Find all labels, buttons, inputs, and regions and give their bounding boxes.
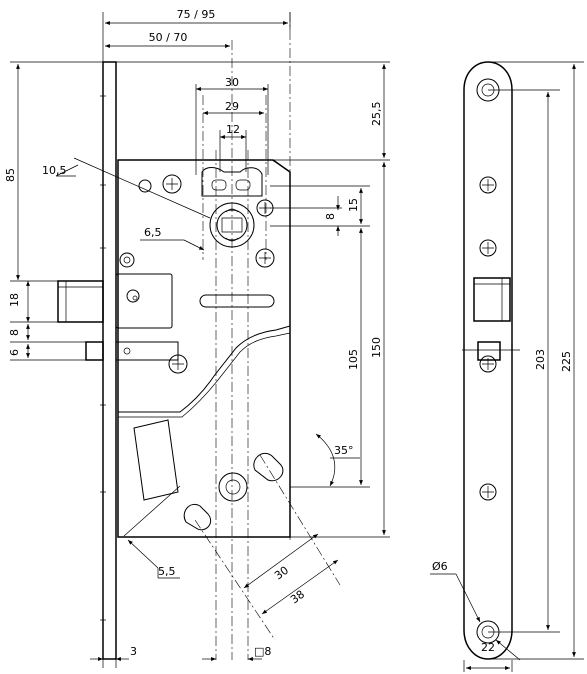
dimension-lines bbox=[10, 12, 390, 668]
forend-dimension-lines bbox=[430, 61, 584, 672]
dim-38-slot: 38 bbox=[288, 588, 307, 607]
forend-screws bbox=[479, 176, 497, 501]
forend-deadbolt-opening bbox=[477, 341, 501, 361]
dim-50-70: 50 / 70 bbox=[149, 31, 188, 44]
forend-latch-opening bbox=[473, 277, 511, 322]
latch-bolt bbox=[57, 273, 173, 329]
dim-6: 6 bbox=[8, 349, 21, 356]
dim-spindle-8: □8 bbox=[254, 645, 271, 658]
dim-75-95: 75 / 95 bbox=[177, 8, 216, 21]
dim-105: 105 bbox=[347, 349, 360, 370]
dim-8-hub: 8 bbox=[324, 213, 337, 220]
dim-30-slot: 30 bbox=[272, 564, 291, 583]
dim-8-gap: 8 bbox=[8, 329, 21, 336]
forend-plate bbox=[102, 61, 117, 660]
dim-18: 18 bbox=[8, 293, 21, 307]
lock-case-outline bbox=[117, 159, 291, 538]
follower-housing bbox=[201, 167, 263, 197]
dim-25-5: 25,5 bbox=[370, 102, 383, 127]
dim-12: 12 bbox=[226, 123, 240, 136]
dim-6-5: 6,5 bbox=[144, 226, 162, 239]
lower-cutout bbox=[133, 419, 179, 501]
centre-lines bbox=[194, 12, 341, 660]
dim-30-top: 30 bbox=[225, 76, 239, 89]
dim-85: 85 bbox=[4, 168, 17, 182]
deadbolt bbox=[85, 341, 179, 361]
forend-outline bbox=[463, 61, 513, 660]
guide-slot bbox=[199, 294, 275, 308]
dim-225: 225 bbox=[560, 351, 573, 372]
slotted-holes bbox=[183, 452, 284, 531]
dim-5-5: 5,5 bbox=[158, 565, 176, 578]
dim-3: 3 bbox=[130, 645, 137, 658]
dim-dia-6: Ø6 bbox=[432, 560, 448, 573]
forend-screw-marks bbox=[100, 95, 106, 621]
cylinder-hub bbox=[218, 472, 248, 502]
lever-contour bbox=[118, 325, 291, 413]
dim-150: 150 bbox=[370, 337, 383, 358]
dim-35-deg: 35° bbox=[334, 444, 354, 457]
dim-203: 203 bbox=[534, 349, 547, 370]
forend-side-view bbox=[462, 61, 520, 660]
dim-15: 15 bbox=[347, 198, 360, 212]
dim-22: 22 bbox=[481, 641, 495, 654]
dim-29: 29 bbox=[225, 100, 239, 113]
dim-10-5: 10,5 bbox=[42, 164, 67, 177]
